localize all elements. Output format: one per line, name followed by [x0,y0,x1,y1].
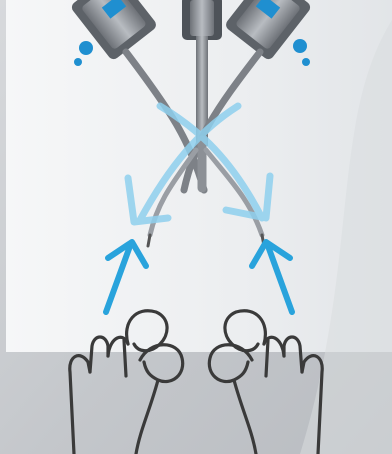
illustration-stage [0,0,392,454]
illustration [0,0,392,454]
